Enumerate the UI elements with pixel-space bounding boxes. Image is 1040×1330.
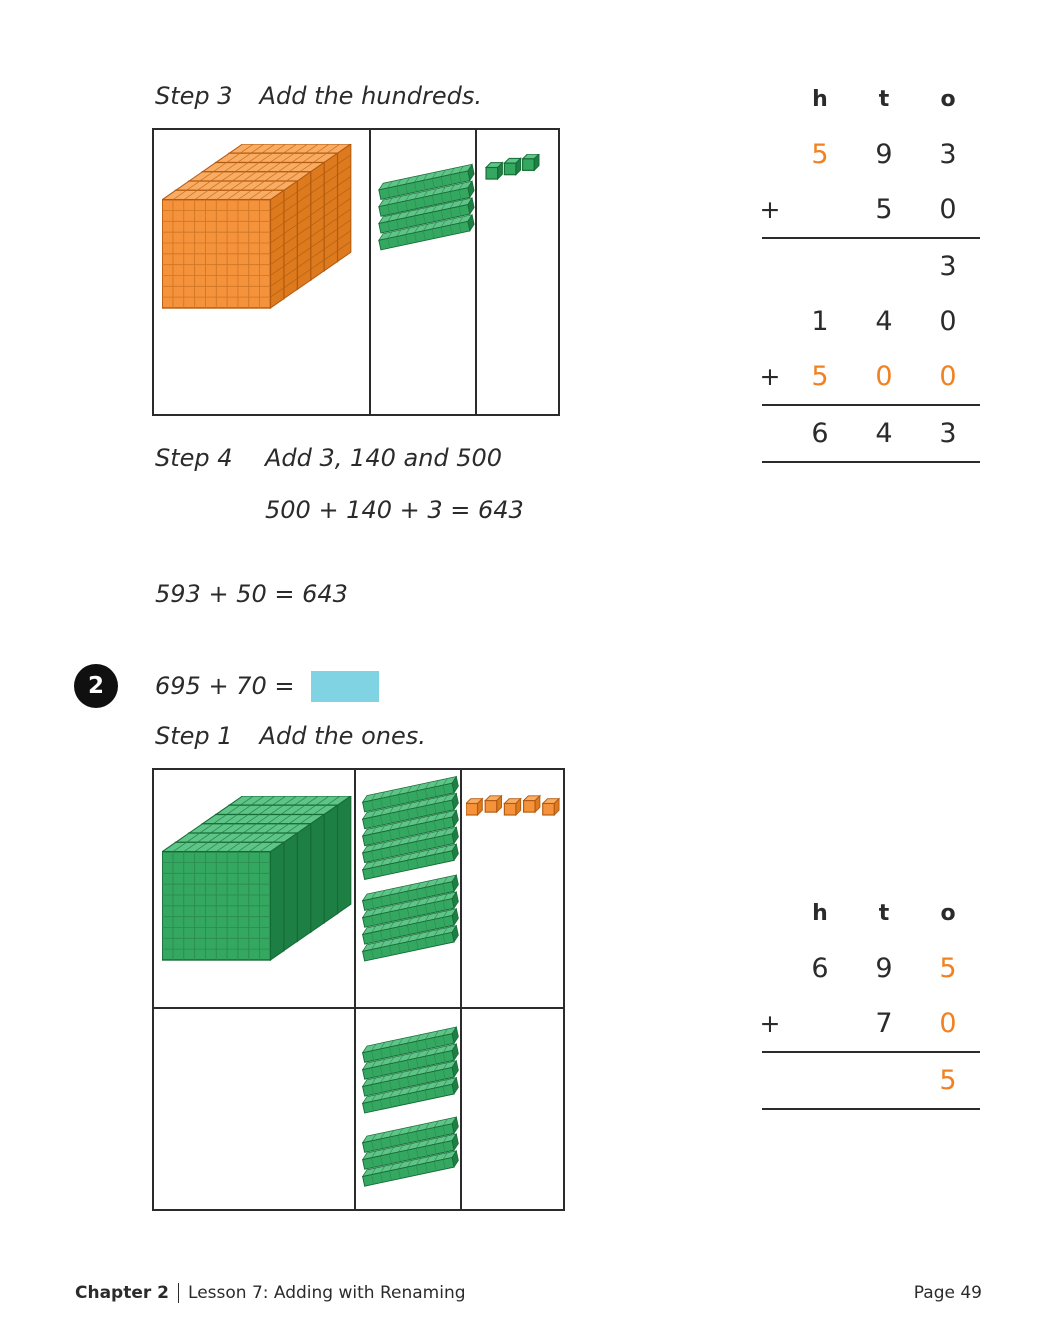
footer-page-number: Page 49: [913, 1283, 982, 1303]
ones-cubes-illustration: [485, 154, 540, 180]
hundreds-flats-illustration: [162, 796, 352, 961]
digit-cell: 0: [875, 361, 893, 392]
header-tens: t: [878, 87, 890, 112]
digit-cell: 6: [811, 418, 829, 449]
base-ten-blocks-panel-step3: [152, 128, 560, 416]
digit-cell: 1: [811, 306, 829, 337]
answer-box[interactable]: [311, 670, 380, 702]
header-tens: t: [878, 901, 890, 926]
sum-rule: [762, 1051, 980, 1053]
column-divider: [460, 770, 462, 1209]
header-hundreds: h: [812, 87, 828, 112]
digit-cell: 0: [939, 194, 957, 225]
digit-cell: 5: [875, 194, 893, 225]
digit-cell: 5: [939, 953, 957, 984]
digit-cell: 6: [811, 953, 829, 984]
digit-cell: 5: [939, 1065, 957, 1096]
tens-rods-illustration: [360, 776, 461, 962]
addend-row: 5 9 3: [752, 127, 980, 182]
digit-cell: 3: [939, 139, 957, 170]
footer: Chapter 2 Lesson 7: Adding with Renaming: [75, 1283, 466, 1303]
header-hundreds: h: [812, 901, 828, 926]
summary-equation: 593 + 50 = 643: [155, 580, 348, 608]
digit-cell: 0: [939, 306, 957, 337]
digit-cell: 4: [875, 306, 893, 337]
digit-cell: 3: [939, 418, 957, 449]
addend-row: + 5 0: [752, 182, 980, 237]
hundreds-flats-illustration: [162, 144, 352, 309]
partial-sum-row: + 5 0 0: [752, 349, 980, 404]
step4-equation: 500 + 140 + 3 = 643: [265, 496, 524, 524]
plus-sign: +: [759, 195, 781, 224]
total-row: 6 4 3: [752, 406, 980, 461]
step1-title: Add the ones.: [259, 722, 426, 750]
digit-cell: 0: [939, 1008, 957, 1039]
header-ones: o: [940, 901, 956, 926]
column-divider: [369, 130, 371, 414]
step4-heading: Step 4 Add 3, 140 and 500: [155, 444, 502, 472]
table-header-row: h t o: [752, 72, 980, 127]
step1-label: Step 1: [155, 722, 233, 750]
header-ones: o: [940, 87, 956, 112]
footer-chapter: Chapter 2: [75, 1283, 170, 1303]
digit-cell: 4: [875, 418, 893, 449]
digit-cell: 9: [875, 953, 893, 984]
sum-rule: [762, 404, 980, 406]
step4-label: Step 4: [155, 444, 233, 472]
sum-rule: [762, 1108, 980, 1110]
plus-sign: +: [759, 362, 781, 391]
sum-rule: [762, 237, 980, 239]
step3-label: Step 3: [155, 82, 233, 110]
ones-cubes-illustration: [466, 795, 560, 816]
footer-separator: [178, 1283, 180, 1303]
place-value-table-1: h t o 5 9 3 + 5 0 3 1 4 0: [752, 72, 980, 463]
column-divider: [475, 130, 477, 414]
partial-sum-row: 3: [752, 239, 980, 294]
footer-lesson: Lesson 7: Adding with Renaming: [188, 1283, 466, 1303]
place-value-table-2: h t o 6 9 5 + 7 0 5: [752, 886, 980, 1110]
step3-heading: Step 3 Add the hundreds.: [155, 82, 482, 110]
addend-row: + 7 0: [752, 996, 980, 1051]
step4-title: Add 3, 140 and 500: [265, 444, 503, 472]
sum-rule: [762, 461, 980, 463]
tens-rods-illustration: [377, 163, 476, 251]
step1-heading: Step 1 Add the ones.: [155, 722, 426, 750]
partial-sum-row: 1 4 0: [752, 294, 980, 349]
problem2-row: 695 + 70 =: [155, 664, 380, 708]
column-divider: [354, 770, 356, 1209]
problem2-expression: 695 + 70 =: [155, 672, 295, 700]
digit-cell: 9: [875, 139, 893, 170]
digit-cell: 7: [875, 1008, 893, 1039]
digit-cell: 3: [939, 251, 957, 282]
digit-cell: 5: [811, 361, 829, 392]
tens-rods-illustration: [360, 1026, 461, 1187]
digit-cell: 5: [811, 139, 829, 170]
plus-sign: +: [759, 1009, 781, 1038]
row-divider: [154, 1007, 563, 1009]
base-ten-blocks-panel-step1: [152, 768, 565, 1211]
addend-row: 6 9 5: [752, 941, 980, 996]
step3-title: Add the hundreds.: [259, 82, 482, 110]
partial-sum-row: 5: [752, 1053, 980, 1108]
problem-number-badge: 2: [74, 664, 118, 708]
table-header-row: h t o: [752, 886, 980, 941]
digit-cell: 0: [939, 361, 957, 392]
